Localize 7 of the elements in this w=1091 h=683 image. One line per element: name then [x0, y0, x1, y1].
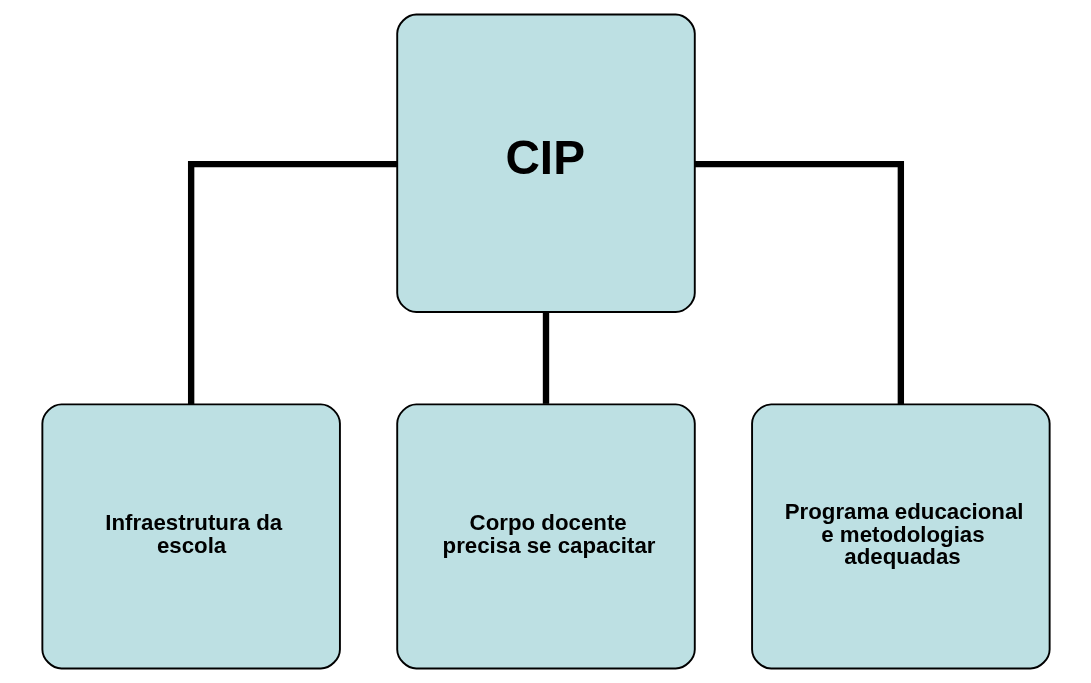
node-box: Corpo docente precisa se capacitar: [395, 403, 696, 670]
connector: [542, 312, 549, 404]
connector: [694, 160, 904, 405]
node-box: Programa educacional e metodologias adequadas: [750, 403, 1051, 670]
node-box: CIP: [395, 13, 696, 313]
connector: [187, 160, 397, 405]
node-box: Infraestrutura da escola: [40, 403, 341, 670]
